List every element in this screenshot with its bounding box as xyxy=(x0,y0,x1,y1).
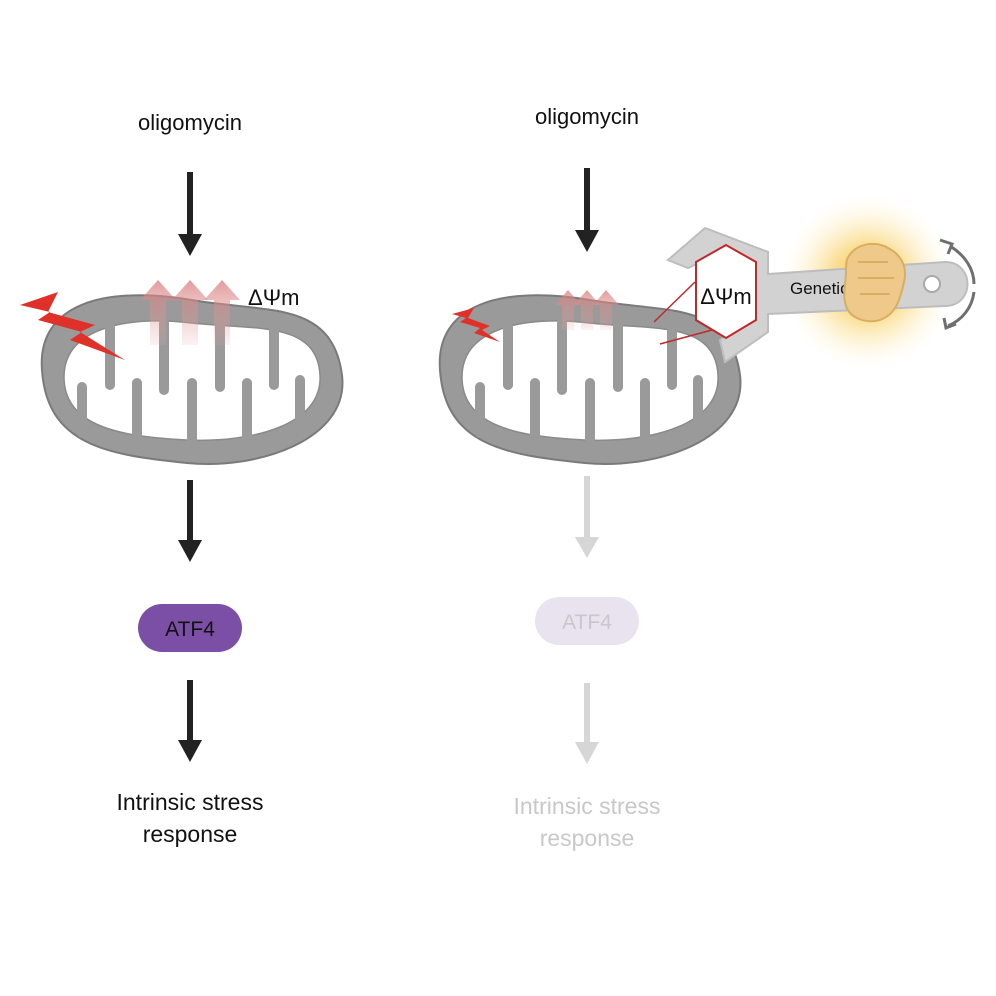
wrench-hole xyxy=(923,275,941,293)
left-response-line2: response xyxy=(143,821,238,847)
right-arrowhead-2 xyxy=(575,537,599,558)
right-drug-label: oligomycin xyxy=(535,104,639,129)
left-arrowhead-1 xyxy=(178,234,202,256)
left-arrowhead-3 xyxy=(178,740,202,762)
right-response-line1: Intrinsic stress xyxy=(514,793,661,819)
left-response-line1: Intrinsic stress xyxy=(117,789,264,815)
left-panel: oligomycin ΔΨm ATF4 Intrinsic stress res… xyxy=(20,110,342,847)
right-arrowhead-3 xyxy=(575,742,599,764)
rotate-arrows-icon xyxy=(939,238,976,331)
left-membrane-potential-label: ΔΨm xyxy=(248,285,299,310)
right-arrowhead-1 xyxy=(575,230,599,252)
left-lightning-icon xyxy=(20,292,125,360)
right-atf4-label: ATF4 xyxy=(562,611,612,634)
right-membrane-potential-label: ΔΨm xyxy=(700,284,751,309)
left-drug-label: oligomycin xyxy=(138,110,242,135)
left-atf4-badge xyxy=(138,604,242,652)
right-lightning-icon xyxy=(452,308,500,342)
left-atf4-label: ATF4 xyxy=(165,618,215,641)
right-proton-arrows-icon xyxy=(555,290,619,330)
right-panel: oligomycin ΔΨm Genetic tool xyxy=(440,104,976,851)
left-proton-arrows-icon xyxy=(140,280,240,345)
left-arrowhead-2 xyxy=(178,540,202,562)
hand-icon xyxy=(843,242,906,323)
hexagon-icon xyxy=(653,243,757,345)
right-response-line2: response xyxy=(540,825,635,851)
right-atf4-badge xyxy=(535,597,639,645)
